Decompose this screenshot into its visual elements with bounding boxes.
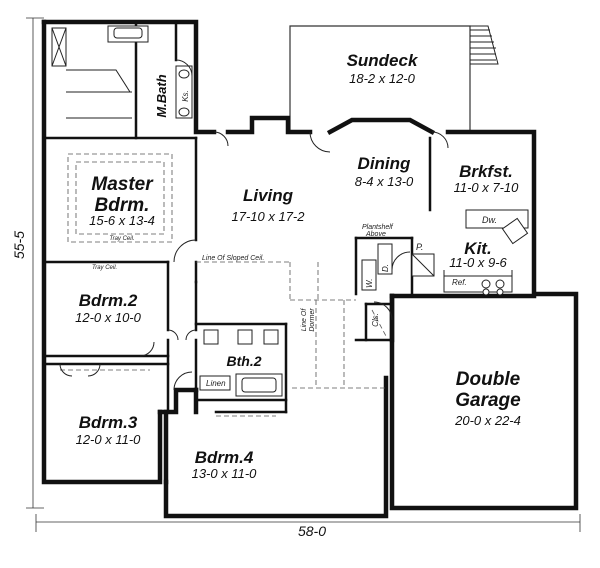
door-swings (59, 59, 449, 391)
note-dishwasher: Dw. (482, 215, 497, 225)
laundry-fixtures (361, 243, 411, 291)
room-size-dining: 8-4 x 13-0 (355, 174, 414, 189)
room-size-sundeck: 18-2 x 12-0 (349, 71, 416, 86)
room-size-bdrm3: 12-0 x 11-0 (76, 432, 142, 447)
room-name-bdrm4: Bdrm.4 (195, 448, 254, 467)
note-tray-ceil-bdrm2: Tray Ceil. (92, 265, 117, 271)
note-plantshelf-2: Above (365, 231, 386, 238)
room-size-breakfast: 11-0 x 7-10 (454, 180, 520, 195)
room-name-master-line1: Master (91, 174, 154, 195)
note-pantry: P. (416, 242, 423, 252)
dimension-width: 58-0 (298, 523, 326, 539)
room-size-bdrm2: 12-0 x 10-0 (75, 310, 142, 325)
note-refrigerator: Ref. (452, 278, 467, 287)
closet-shelves (60, 309, 387, 417)
room-size-bdrm4: 13-0 x 11-0 (192, 466, 258, 481)
note-plantshelf-1: Plantshelf (362, 224, 394, 231)
dimension-depth: 55-5 (11, 231, 27, 259)
tray-ceiling-outline (67, 153, 173, 243)
room-name-sundeck: Sundeck (347, 51, 419, 70)
exterior-walls (41, 19, 579, 519)
kitchen-fixtures (411, 209, 529, 296)
sundeck-outline (289, 25, 499, 132)
note-washer: W. (365, 279, 374, 288)
note-sloped-ceil: Line Of Sloped Ceil. (202, 255, 264, 262)
room-name-garage-line2: Garage (455, 390, 521, 411)
master-bath-fixtures (51, 25, 193, 119)
note-tray-ceil-master: Tray Ceil. (109, 236, 134, 242)
room-name-kitchen: Kit. (464, 239, 491, 258)
dimension-lines (26, 17, 581, 532)
note-ks: Ks. (181, 90, 190, 102)
room-size-master: 15-6 x 13-4 (89, 213, 155, 228)
room-name-breakfast: Brkfst. (459, 162, 513, 181)
note-dryer: D. (381, 264, 390, 272)
note-linen: Linen (206, 379, 226, 388)
note-dormer-2: Dormer (309, 308, 316, 332)
room-name-garage-line1: Double (456, 369, 521, 390)
room-name-master-line2: Bdrm. (95, 195, 150, 216)
room-size-garage: 20-0 x 22-4 (454, 413, 521, 428)
room-name-bath2: Bth.2 (227, 353, 262, 369)
note-dormer-1: Line Of (301, 308, 308, 332)
room-name-bdrm2: Bdrm.2 (79, 291, 138, 310)
room-size-living: 17-10 x 17-2 (232, 209, 306, 224)
note-closet: Cls. (371, 313, 380, 327)
room-size-kitchen: 11-0 x 9-6 (449, 255, 507, 270)
room-name-bdrm3: Bdrm.3 (79, 413, 138, 432)
room-name-dining: Dining (358, 154, 411, 173)
interior-walls (42, 20, 432, 414)
bath2-fixtures (199, 329, 283, 397)
ceiling-lines (196, 261, 386, 389)
room-name-living: Living (243, 186, 294, 205)
room-name-master-bath: M.Bath (154, 74, 169, 117)
